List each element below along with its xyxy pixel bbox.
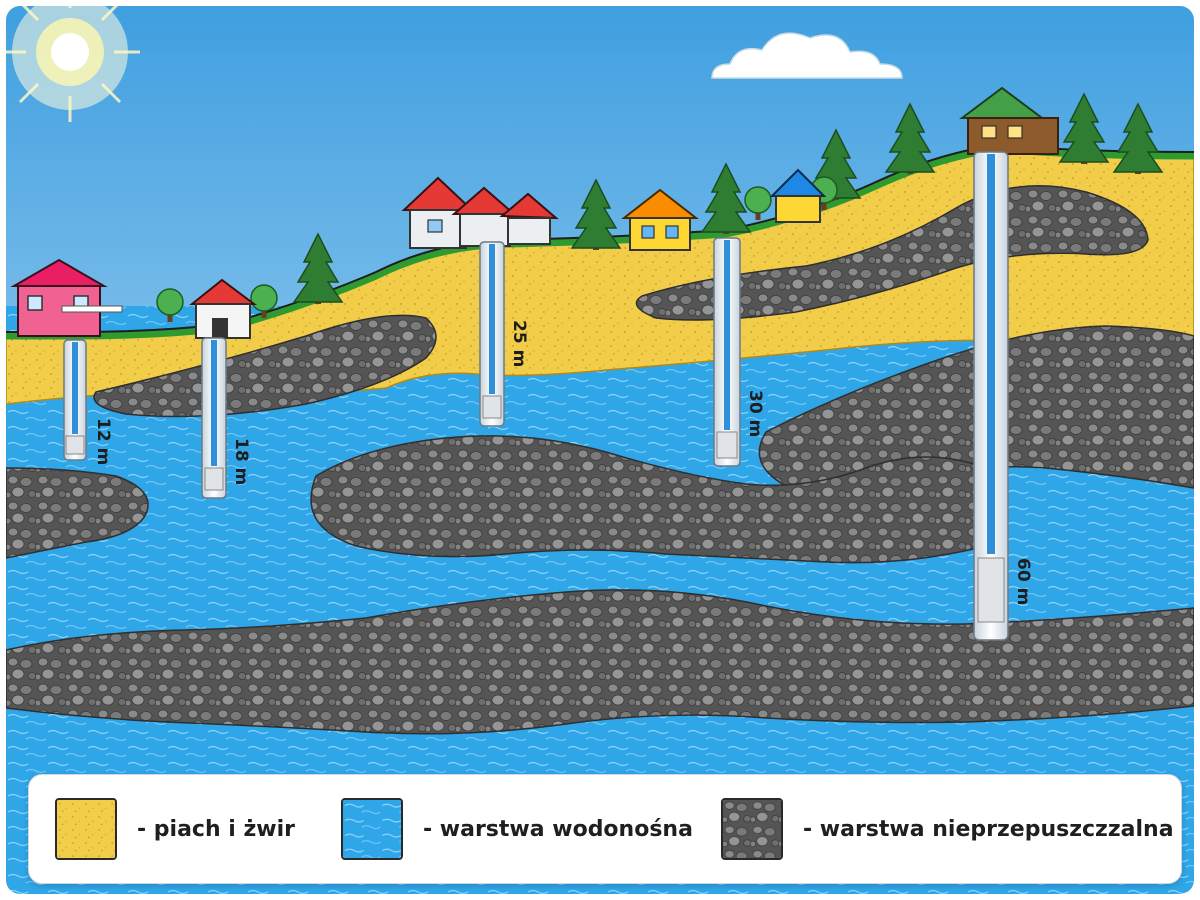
- well-depth-label: 60 m: [1013, 558, 1033, 605]
- sun-icon: [6, 6, 140, 122]
- house-icon: [189, 278, 257, 339]
- rock-lens-in-sand: [635, 185, 1149, 321]
- cross-section-svg: 12 m 18 m 25 m 30 m: [6, 6, 1194, 894]
- legend-label-rock: - warstwa nieprzepuszczzalna: [803, 816, 1174, 842]
- house-icon: [769, 168, 827, 223]
- well-3: 25 m: [479, 241, 529, 427]
- well-depth-label: 12 m: [93, 418, 113, 465]
- house-icon: [10, 258, 123, 337]
- well-depth-label: 25 m: [509, 320, 529, 367]
- rock-layer-bottom: [6, 589, 1194, 735]
- legend-label-water: - warstwa wodonośna: [423, 816, 693, 842]
- well-1: 12 m: [63, 339, 113, 465]
- rock-lens-left: [6, 467, 149, 559]
- well-2: 18 m: [201, 337, 251, 499]
- well-depth-label: 30 m: [745, 390, 765, 437]
- house-icon: [621, 188, 699, 251]
- well-4: 30 m: [713, 237, 765, 467]
- legend-label-sand: - piach i żwir: [137, 816, 296, 842]
- rock-swatch: [721, 798, 783, 860]
- sand-swatch: [55, 798, 117, 860]
- well-depth-diagram: 12 m 18 m 25 m 30 m: [6, 6, 1194, 894]
- well-depth-label: 18 m: [231, 438, 251, 485]
- legend: - piach i żwir - warstwa wodonośna - war…: [28, 774, 1182, 884]
- rock-layer-upper-left: [93, 314, 437, 418]
- cloud-icon: [711, 32, 903, 79]
- house-icon: [959, 86, 1059, 155]
- legend-item-sand: - piach i żwir: [55, 797, 295, 861]
- legend-item-rock: - warstwa nieprzepuszczzalna: [721, 797, 1174, 861]
- legend-item-water: - warstwa wodonośna: [341, 797, 693, 861]
- water-swatch: [341, 798, 403, 860]
- well-5: 60 m: [973, 151, 1033, 641]
